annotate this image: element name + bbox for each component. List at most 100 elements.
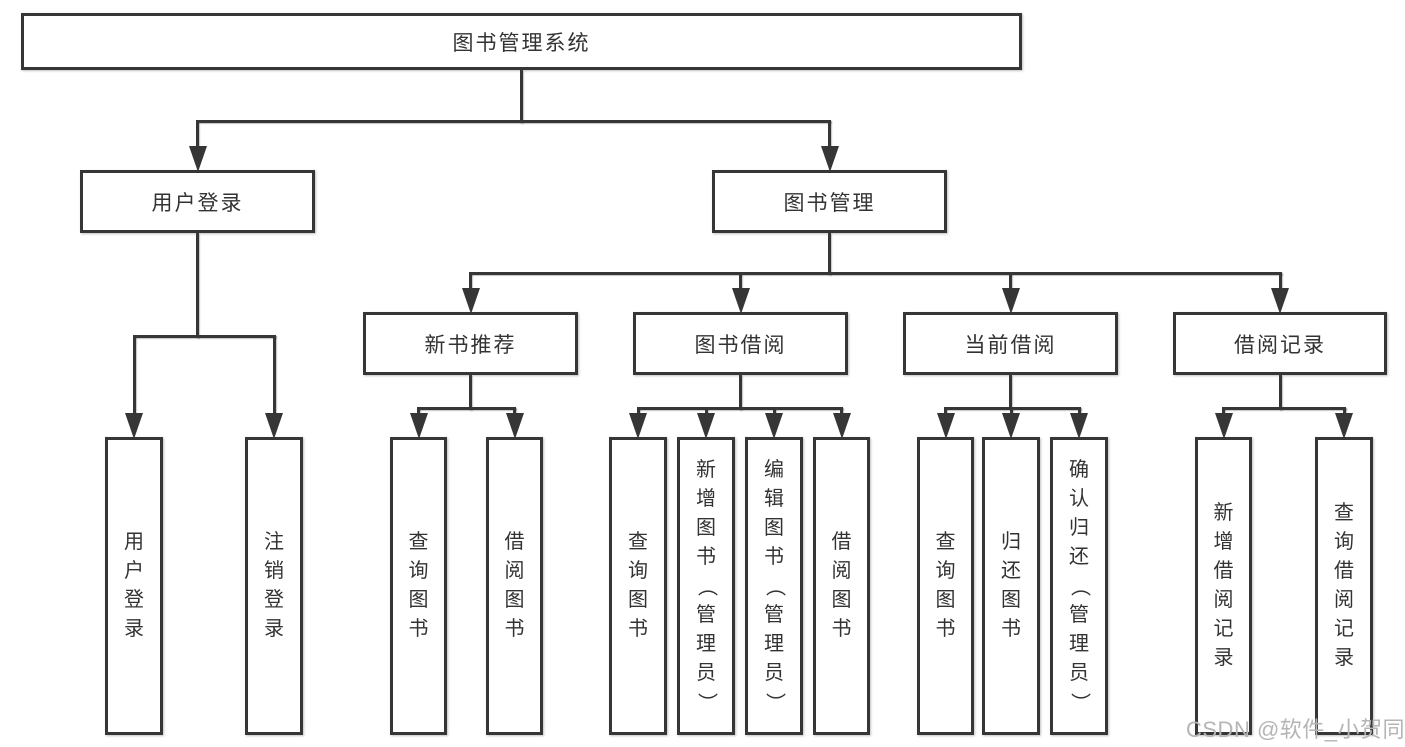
node-u1-box: 用户登录 [105,437,163,735]
connector-bus [132,335,276,338]
node-b1-label-char: 书 [628,618,648,640]
connector-drop [1009,272,1012,290]
node-u1-label-char: 登 [124,589,144,611]
node-h1-box: 新增借阅记录 [1195,437,1252,735]
arrowhead-down-icon [188,146,207,172]
node-c2-label-char: 归 [1001,531,1021,553]
arrowhead-down-icon [765,413,783,439]
node-h1-label-char: 阅 [1213,589,1234,611]
node-c3-box: 确认归还（管理员） [1050,437,1108,735]
connector-drop [1077,407,1081,415]
node-c3-label-char: 归 [1069,516,1089,539]
arrowhead-down-icon [1214,413,1233,439]
node-h2-label-char: 查 [1334,502,1354,524]
arrowhead-down-icon [461,288,480,314]
csdn-watermark: CSDN @软件_小贺同学 [1186,717,1405,742]
connector-bus [1222,407,1346,410]
node-mgmt-label: 图书管理 [783,191,876,215]
node-b2-label-char: 书 [696,545,716,568]
node-b2-label-char: 增 [696,487,716,510]
node-c3-label-char: 确 [1069,458,1089,481]
node-c2-label-char: 书 [1001,618,1021,640]
connector-drop [1222,407,1225,415]
node-b3-label-char: 辑 [764,487,784,510]
node-r1-box: 查询图书 [390,437,447,735]
arrowhead-down-icon [820,146,839,172]
node-c3-label-char: 认 [1069,487,1089,510]
node-c1-label-char: 书 [935,618,956,640]
connector-drop [196,120,199,148]
node-bor-label: 图书借阅 [694,333,787,357]
node-b2-label-char: ） [695,692,718,712]
node-b3-label-char: 理 [764,632,784,655]
arrowhead-down-icon [265,413,283,439]
connector-stem [828,233,831,275]
node-b4-box: 借阅图书 [813,437,870,735]
arrowhead-down-icon [1271,288,1289,314]
node-r2-label-char: 借 [504,531,525,553]
node-b1-box: 查询图书 [609,437,667,735]
arrowhead-down-icon [731,288,750,314]
connector-stem [196,233,199,338]
connector-drop [828,120,831,148]
node-his-label: 借阅记录 [1234,333,1326,357]
node-b3-label-char: 图 [764,516,784,539]
node-rec-box: 新书推荐 [363,312,578,375]
node-r2-label-char: 图 [504,589,525,611]
node-b3-label-char: （ [763,576,786,596]
connector-drop [704,407,708,415]
connector-drop [636,407,640,415]
node-u1-label-char: 录 [124,618,144,640]
node-h1-label-char: 记 [1213,618,1234,640]
node-c1-label-char: 图 [935,589,956,611]
node-b3-label-char: 管 [764,603,784,626]
node-b4-label-char: 书 [831,618,852,640]
arrowhead-down-icon [1335,413,1353,439]
connector-drop [272,335,276,415]
arrowhead-down-icon [505,413,524,439]
node-u1-label-char: 户 [124,560,144,582]
node-b3-label-char: 编 [764,458,784,481]
node-h2-box: 查询借阅记录 [1315,437,1373,735]
node-r1-label-char: 图 [408,589,429,611]
connector-drop [1278,272,1282,290]
arrowhead-down-icon [697,413,715,439]
connector-drop [944,407,947,415]
node-r1-label-char: 查 [408,531,429,553]
connector-drop [840,407,843,415]
connector-drop [513,407,516,415]
arrowhead-down-icon [1002,413,1020,439]
node-b2-label-char: 管 [696,603,716,626]
node-u1-label-char: 用 [124,531,144,553]
node-c2-label-char: 还 [1001,560,1021,582]
node-h2-label-char: 询 [1334,531,1354,553]
node-login-label: 用户登录 [151,191,244,215]
node-u2-label-char: 注 [264,531,284,553]
node-u2-label-char: 销 [264,560,284,582]
node-h1-label-char: 新 [1213,502,1234,524]
node-r1-label-char: 书 [408,618,429,640]
node-his-box: 借阅记录 [1173,312,1387,375]
node-h2-label-char: 阅 [1334,589,1354,611]
connector-bus [636,407,843,410]
connector-bus [417,407,516,410]
connector-drop [739,272,742,290]
connector-drop [1342,407,1346,415]
node-b2-label-char: （ [695,576,718,596]
node-u2-box: 注销登录 [245,437,303,735]
arrowhead-down-icon [936,413,955,439]
node-b2-label-char: 员 [696,661,716,684]
arrowhead-down-icon [409,413,428,439]
node-root-label: 图书管理系统 [452,31,591,55]
node-c1-label-char: 询 [935,560,956,582]
node-h1-label-char: 增 [1213,531,1234,553]
connector-stem [739,375,742,410]
node-bor-box: 图书借阅 [633,312,848,375]
arrowhead-down-icon [1070,413,1088,439]
connector-stem [1278,375,1282,410]
node-b4-label-char: 借 [831,531,852,553]
node-b1-label-char: 图 [628,589,648,611]
node-login-box: 用户登录 [80,170,315,233]
node-c1-box: 查询图书 [917,437,974,735]
connector-drop [132,335,136,415]
